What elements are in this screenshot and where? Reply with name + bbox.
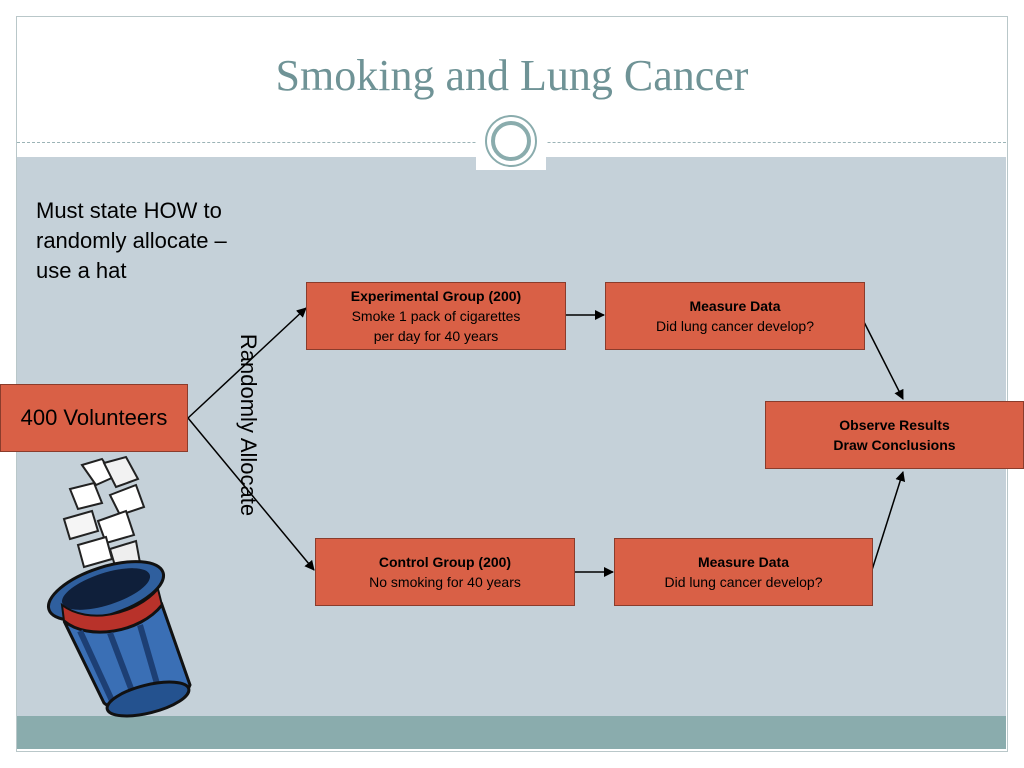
- randomly-allocate-label: Randomly Allocate: [236, 333, 261, 517]
- experimental-group-box: Experimental Group (200) Smoke 1 pack of…: [306, 282, 566, 350]
- control-group-line1: No smoking for 40 years: [369, 574, 521, 590]
- volunteers-label: 400 Volunteers: [20, 405, 168, 430]
- slide-title: Smoking and Lung Cancer: [275, 51, 749, 100]
- measure-data-bottom-title: Measure Data: [697, 554, 790, 570]
- arrow-volunteers-to-experimental: [187, 307, 307, 419]
- measure-data-top-title: Measure Data: [689, 298, 781, 314]
- experimental-group-title: Experimental Group (200): [350, 288, 522, 304]
- control-group-title: Control Group (200): [378, 554, 512, 570]
- observe-results-box: Observe Results Draw Conclusions: [765, 401, 1024, 469]
- volunteers-box: 400 Volunteers: [0, 384, 188, 452]
- observe-results-title: Observe Results: [839, 417, 950, 433]
- ring-ornament-inner: [491, 121, 531, 161]
- measure-data-top-box: Measure Data Did lung cancer develop?: [605, 282, 865, 350]
- allocation-note: Must state HOW to randomly allocate – us…: [36, 198, 227, 283]
- magic-hat-with-paper-slips-icon: [46, 455, 192, 718]
- observe-results-line1: Draw Conclusions: [833, 437, 956, 453]
- measure-data-bottom-line1: Did lung cancer develop?: [664, 574, 823, 590]
- measure-data-top-line1: Did lung cancer develop?: [656, 318, 814, 334]
- bottom-accent-bar: [17, 716, 1006, 749]
- experimental-group-line2: per day for 40 years: [373, 328, 499, 344]
- control-group-box: Control Group (200) No smoking for 40 ye…: [315, 538, 575, 606]
- arrow-volunteers-to-control: [187, 417, 315, 571]
- arrow-measure-bottom-to-observe: [871, 471, 906, 571]
- measure-data-bottom-box: Measure Data Did lung cancer develop?: [614, 538, 873, 606]
- experimental-group-line1: Smoke 1 pack of cigarettes: [351, 308, 521, 324]
- arrow-measure-top-to-observe: [862, 319, 904, 400]
